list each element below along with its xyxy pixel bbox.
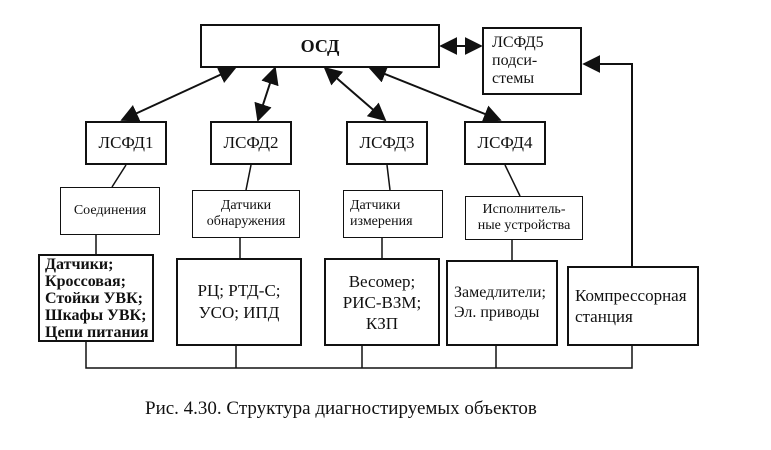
objects-detection: РЦ; РТД-С; УСО; ИПД	[176, 258, 302, 346]
objects-measurement-label: Весомер; РИС-ВЗМ; КЗП	[342, 271, 422, 333]
objects-connections: Датчики; Кроссовая; Стойки УВК; Шкафы УВ…	[38, 254, 154, 342]
lsfd3-label: ЛСФД3	[359, 133, 415, 152]
figure-caption: Рис. 4.30. Структура диагностируемых объ…	[145, 398, 537, 419]
objects-measurement: Весомер; РИС-ВЗМ; КЗП	[324, 258, 440, 346]
line-lsfd2-cat2	[245, 164, 252, 191]
osd-label: ОСД	[300, 35, 340, 56]
lsfd5-label: ЛСФД5 подси- стемы	[492, 34, 544, 87]
category-detection-sensors-label: Датчики обнаружения	[206, 198, 286, 229]
lsfd1-label: ЛСФД1	[98, 133, 154, 152]
objects-compressor-label: Компрессорная станция	[575, 286, 687, 326]
bottom-bus	[85, 342, 633, 369]
line-lsfd4-cat4	[504, 164, 521, 197]
lsfd5-node: ЛСФД5 подси- стемы	[482, 27, 582, 95]
arrow-osd-lsfd2	[254, 66, 279, 122]
category-actuators: Исполнитель- ные устройства	[465, 196, 583, 240]
lsfd2-node: ЛСФД2	[210, 121, 292, 165]
arrow-osd-lsfd1	[120, 66, 237, 122]
category-measurement-sensors-label: Датчики измерения	[350, 198, 413, 229]
category-connections: Соединения	[60, 187, 160, 235]
objects-connections-label: Датчики; Кроссовая; Стойки УВК; Шкафы УВ…	[45, 255, 149, 341]
line-compressor-lsfd5	[582, 55, 633, 266]
objects-actuators-label: Замедлители; Эл. приводы	[454, 284, 546, 321]
line-lsfd3-cat3	[386, 164, 391, 191]
line-lsfd1-cat1	[111, 164, 127, 188]
objects-detection-label: РЦ; РТД-С; УСО; ИПД	[197, 281, 281, 322]
arrow-osd-lsfd4	[368, 65, 502, 123]
lsfd4-label: ЛСФД4	[477, 133, 533, 152]
lsfd3-node: ЛСФД3	[346, 121, 428, 165]
lsfd4-node: ЛСФД4	[464, 121, 546, 165]
lsfd2-label: ЛСФД2	[223, 133, 279, 152]
category-connections-label: Соединения	[73, 203, 147, 218]
osd-node: ОСД	[200, 24, 440, 68]
category-actuators-label: Исполнитель- ные устройства	[477, 202, 571, 233]
lsfd1-node: ЛСФД1	[85, 121, 167, 165]
category-measurement-sensors: Датчики измерения	[343, 190, 443, 238]
objects-actuators: Замедлители; Эл. приводы	[446, 260, 558, 346]
arrow-osd-lsfd3	[323, 66, 387, 122]
objects-compressor: Компрессорная станция	[567, 266, 699, 346]
category-detection-sensors: Датчики обнаружения	[192, 190, 300, 238]
